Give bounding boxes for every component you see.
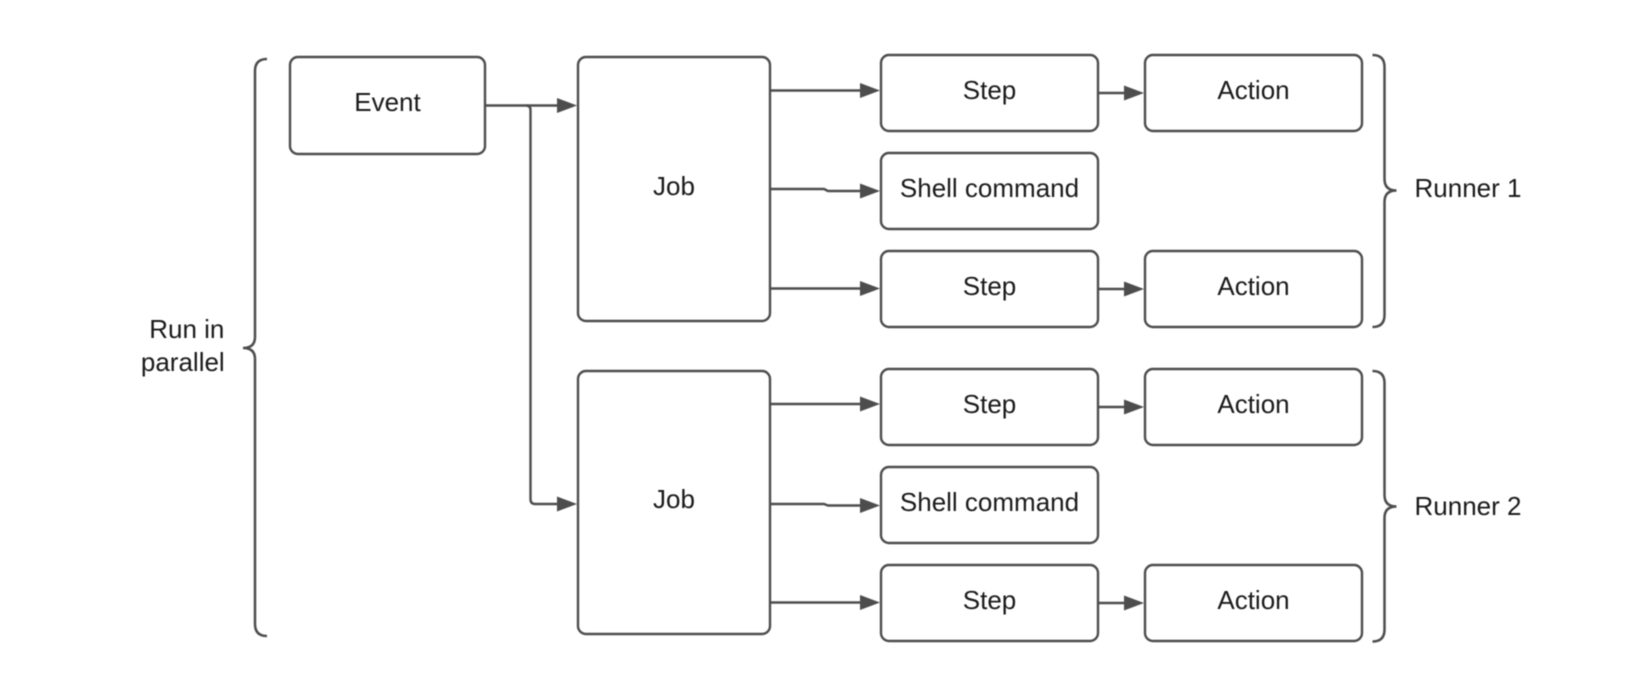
svg-text:Job: Job bbox=[653, 171, 695, 201]
svg-text:Event: Event bbox=[354, 87, 421, 117]
svg-text:Step: Step bbox=[963, 271, 1017, 301]
svg-text:Action: Action bbox=[1217, 389, 1289, 419]
svg-text:Action: Action bbox=[1217, 75, 1289, 105]
svg-text:Runner 2: Runner 2 bbox=[1415, 491, 1522, 521]
svg-text:Action: Action bbox=[1217, 585, 1289, 615]
svg-text:Step: Step bbox=[963, 585, 1017, 615]
svg-text:Step: Step bbox=[963, 389, 1017, 419]
svg-text:parallel: parallel bbox=[141, 347, 225, 377]
svg-text:Run in: Run in bbox=[149, 314, 224, 344]
svg-text:Step: Step bbox=[963, 75, 1017, 105]
svg-text:Shell command: Shell command bbox=[900, 173, 1079, 203]
svg-text:Runner 1: Runner 1 bbox=[1415, 173, 1522, 203]
svg-text:Job: Job bbox=[653, 484, 695, 514]
svg-text:Action: Action bbox=[1217, 271, 1289, 301]
svg-text:Shell command: Shell command bbox=[900, 487, 1079, 517]
